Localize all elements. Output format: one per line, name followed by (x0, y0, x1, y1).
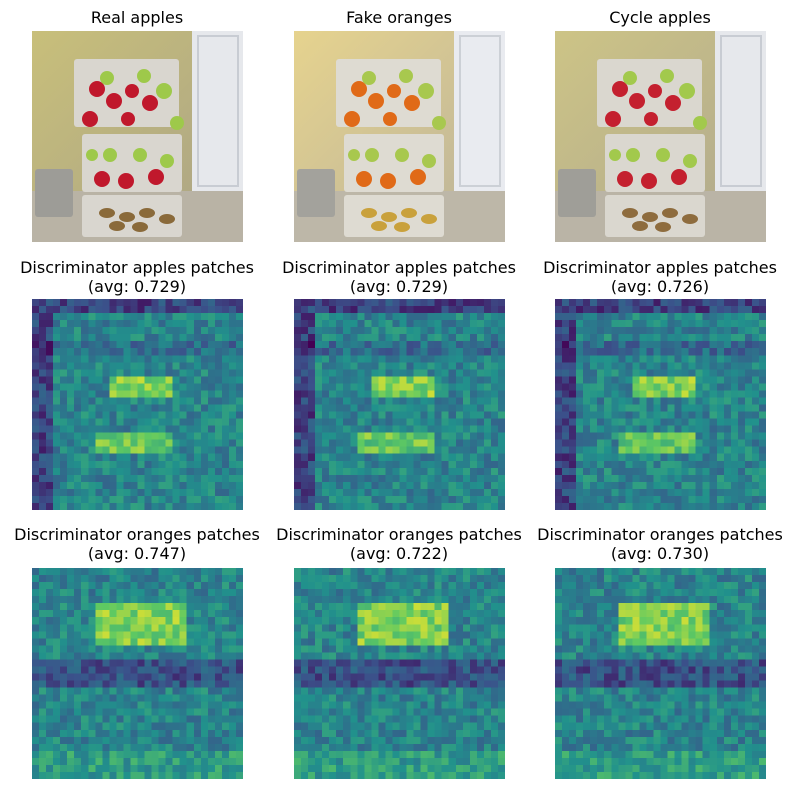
oranges-patch-heatmap (294, 568, 505, 779)
apples-patch-heatmap (294, 299, 505, 510)
oranges-patch-heatmap (32, 568, 243, 779)
panel-title: Discriminator apples patches (avg: 0.729… (0, 258, 287, 296)
fake-oranges-image (294, 31, 505, 242)
heatmap-canvas (32, 568, 243, 779)
real-apples-image (32, 31, 243, 242)
title-line: Discriminator apples patches (282, 258, 516, 277)
title-line: Discriminator oranges patches (537, 525, 783, 544)
panel-title: Fake oranges (249, 8, 549, 27)
oranges-patch-heatmap (555, 568, 766, 779)
avg-score: (avg: 0.747) (87, 544, 187, 563)
title-line: Cycle apples (609, 8, 711, 27)
panel-title: Discriminator oranges patches (avg: 0.74… (0, 525, 287, 563)
title-line: Discriminator oranges patches (14, 525, 260, 544)
panel-title: Discriminator apples patches (avg: 0.729… (249, 258, 549, 296)
title-line: Real apples (90, 8, 184, 27)
heatmap-canvas (294, 299, 505, 510)
panel-title: Discriminator oranges patches (avg: 0.72… (249, 525, 549, 563)
heatmap-canvas (32, 299, 243, 510)
fruit-basket-photo (294, 31, 505, 242)
panel-title: Cycle apples (510, 8, 797, 27)
avg-score: (avg: 0.729) (349, 277, 449, 296)
apples-patch-heatmap (32, 299, 243, 510)
avg-score: (avg: 0.730) (610, 544, 710, 563)
fruit-basket-photo (32, 31, 243, 242)
title-line: Discriminator apples patches (20, 258, 254, 277)
title-line: Discriminator apples patches (543, 258, 777, 277)
panel-title: Discriminator oranges patches (avg: 0.73… (510, 525, 797, 563)
avg-score: (avg: 0.726) (610, 277, 710, 296)
avg-score: (avg: 0.729) (87, 277, 187, 296)
heatmap-canvas (555, 568, 766, 779)
title-line: Fake oranges (346, 8, 452, 27)
panel-title: Discriminator apples patches (avg: 0.726… (510, 258, 797, 296)
panel-title: Real apples (0, 8, 287, 27)
cycle-apples-image (555, 31, 766, 242)
avg-score: (avg: 0.722) (349, 544, 449, 563)
title-line: Discriminator oranges patches (276, 525, 522, 544)
heatmap-canvas (555, 299, 766, 510)
apples-patch-heatmap (555, 299, 766, 510)
heatmap-canvas (294, 568, 505, 779)
fruit-basket-photo (555, 31, 766, 242)
